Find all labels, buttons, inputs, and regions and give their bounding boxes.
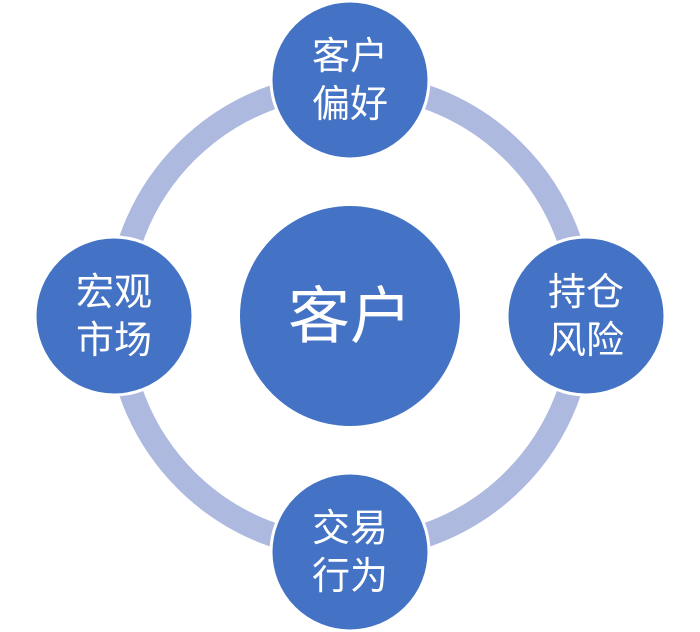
node-left-line1: 宏观 xyxy=(76,270,152,314)
node-top-line1: 客户 xyxy=(312,34,388,78)
node-bottom: 交易 行为 xyxy=(269,471,431,632)
center-node: 客户 xyxy=(240,206,460,426)
center-node-label: 客户 xyxy=(288,280,412,353)
node-bottom-line2: 行为 xyxy=(312,554,388,598)
node-right: 持仓 风险 xyxy=(505,235,667,397)
node-right-line1: 持仓 xyxy=(548,270,624,314)
node-bottom-line1: 交易 xyxy=(312,506,388,550)
node-left: 宏观 市场 xyxy=(33,235,195,397)
node-right-line2: 风险 xyxy=(548,318,624,362)
node-top-line2: 偏好 xyxy=(312,82,388,126)
node-top: 客户 偏好 xyxy=(269,0,431,161)
node-left-line2: 市场 xyxy=(76,318,152,362)
